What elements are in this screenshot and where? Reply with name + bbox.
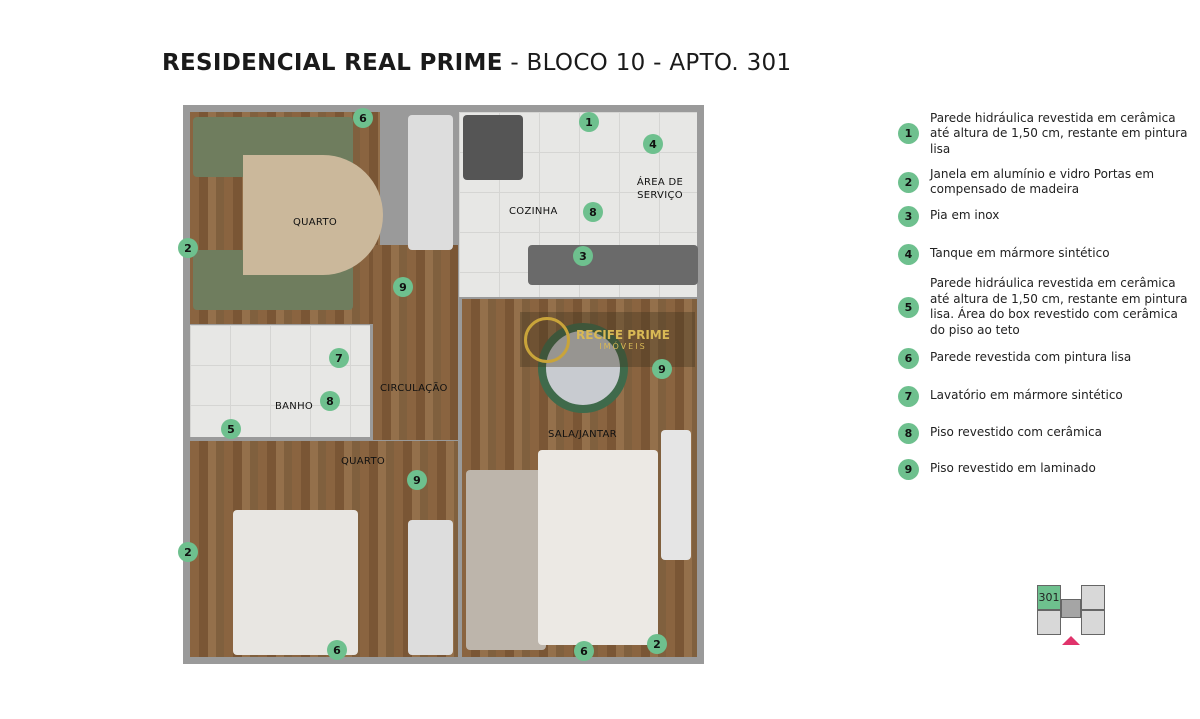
legend-number: 4 xyxy=(898,243,919,265)
legend-item: 4 Tanque em mármore sintético xyxy=(898,243,1188,265)
legend-text: Pia em inox xyxy=(930,208,1000,223)
watermark-logo-icon xyxy=(524,316,570,363)
plan-marker: 9 xyxy=(652,359,672,379)
wardrobe xyxy=(408,520,453,655)
legend-item: 5 Parede hidráulica revestida em cerâmica… xyxy=(898,276,1188,338)
key-unit xyxy=(1037,610,1061,635)
plan-marker: 7 xyxy=(329,348,349,368)
plan-marker: 2 xyxy=(647,634,667,654)
entrance-arrow-icon xyxy=(1062,636,1080,645)
watermark-sub: IMÓVEIS xyxy=(599,342,647,351)
legend-text: Piso revestido em laminado xyxy=(930,461,1096,476)
label-quarto-2: QUARTO xyxy=(341,456,386,467)
floor-plan: QUARTO COZINHA ÁREA DE SERVIÇO BANHO CIR… xyxy=(183,105,704,664)
wardrobe xyxy=(408,115,453,250)
plan-marker: 8 xyxy=(583,202,603,222)
room-banho xyxy=(190,325,370,437)
key-unit-301: 301 xyxy=(1037,585,1061,610)
legend-item: 2 Janela em alumínio e vidro Portas em co… xyxy=(898,167,1188,198)
plan-marker: 2 xyxy=(178,542,198,562)
plan-marker: 6 xyxy=(353,108,373,128)
plan-marker: 6 xyxy=(327,640,347,660)
legend-number: 7 xyxy=(898,385,919,407)
stove xyxy=(463,115,523,180)
living-rug xyxy=(538,450,658,645)
legend-text: Parede hidráulica revestida em cerâmica … xyxy=(930,276,1188,337)
legend-number: 8 xyxy=(898,422,919,444)
legend-text: Piso revestido com cerâmica xyxy=(930,425,1103,440)
legend-number: 6 xyxy=(898,347,919,369)
plan-marker: 9 xyxy=(407,470,427,490)
label-circulacao: CIRCULAÇÃO xyxy=(380,383,448,394)
plan-marker: 4 xyxy=(643,134,663,154)
plan-marker: 5 xyxy=(221,419,241,439)
watermark-name: RECIFE PRIME xyxy=(576,328,670,342)
room-circulacao xyxy=(373,245,458,440)
legend-item: 6 Parede revestida com pintura lisa xyxy=(898,347,1188,369)
legend-item: 3 Pia em inox xyxy=(898,205,1188,227)
legend-item: 9 Piso revestido em laminado xyxy=(898,458,1188,480)
label-cozinha: COZINHA xyxy=(509,206,558,217)
legend-number: 5 xyxy=(898,296,919,318)
legend-number: 2 xyxy=(898,171,919,193)
legend-item: 8 Piso revestido com cerâmica xyxy=(898,422,1188,444)
legend-number: 9 xyxy=(898,458,919,480)
plan-marker: 8 xyxy=(320,391,340,411)
key-unit xyxy=(1081,610,1105,635)
label-banho: BANHO xyxy=(275,401,314,412)
plan-marker: 1 xyxy=(579,112,599,132)
plan-marker: 3 xyxy=(573,246,593,266)
key-unit xyxy=(1081,585,1105,610)
legend-text: Tanque em mármore sintético xyxy=(930,246,1110,261)
legend-number: 1 xyxy=(898,123,919,145)
legend-text: Parede revestida com pintura lisa xyxy=(930,350,1132,365)
rug xyxy=(243,155,383,275)
tv-panel xyxy=(661,430,691,560)
sofa xyxy=(466,470,546,650)
plan-marker: 6 xyxy=(574,641,594,661)
label-quarto: QUARTO xyxy=(293,217,338,228)
double-bed xyxy=(233,510,358,655)
page-title: RESIDENCIAL REAL PRIME - BLOCO 10 - APTO… xyxy=(162,50,792,76)
legend-item: 1 Parede hidráulica revestida em cerâmica… xyxy=(898,111,1188,158)
plan-marker: 2 xyxy=(178,238,198,258)
legend-item: 7 Lavatório em mármore sintético xyxy=(898,385,1188,407)
kitchen-counter xyxy=(528,245,698,285)
plan-marker: 9 xyxy=(393,277,413,297)
legend-text: Janela em alumínio e vidro Portas em com… xyxy=(930,166,1155,197)
legend-text: Lavatório em mármore sintético xyxy=(930,388,1123,403)
key-core xyxy=(1061,599,1081,618)
label-area-servico: ÁREA DE SERVIÇO xyxy=(636,177,684,201)
legend-text: Parede hidráulica revestida em cerâmica … xyxy=(930,110,1188,156)
label-sala: SALA/JANTAR xyxy=(548,429,617,440)
legend-number: 3 xyxy=(898,205,919,227)
